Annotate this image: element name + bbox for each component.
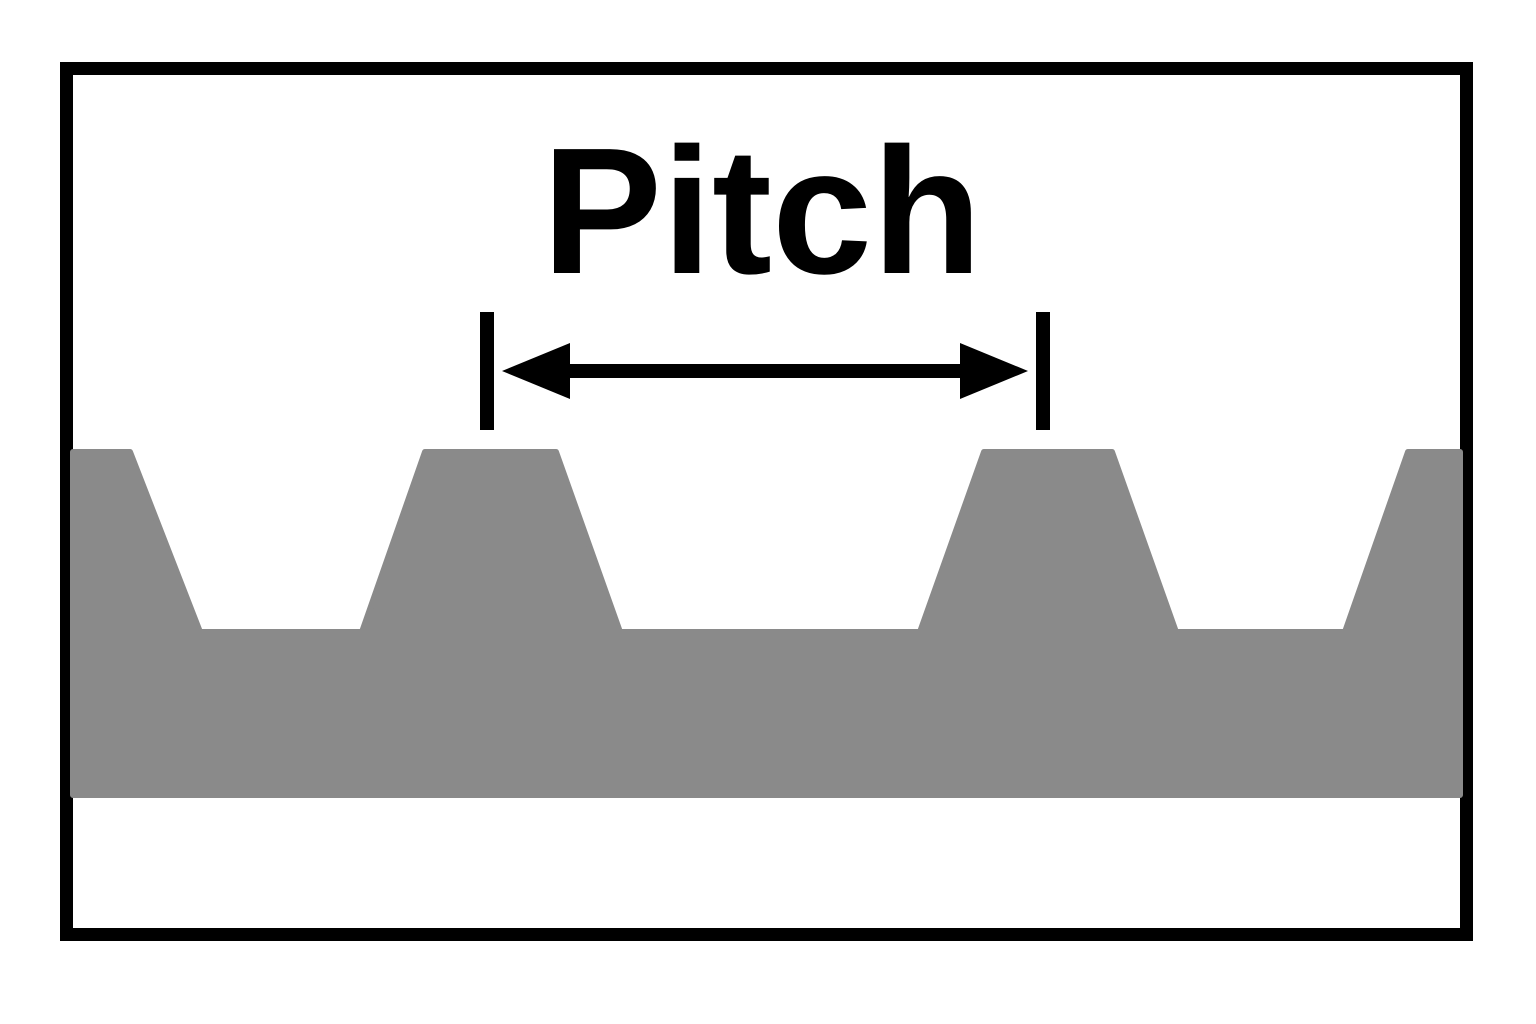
pitch-arrowhead-right <box>960 343 1028 399</box>
diagram-border <box>60 62 1473 941</box>
pitch-label: Pitch <box>542 111 982 312</box>
pitch-arrowhead-left <box>502 343 570 399</box>
thread-profile-outline <box>70 449 1463 798</box>
thread-profile <box>73 452 1460 795</box>
